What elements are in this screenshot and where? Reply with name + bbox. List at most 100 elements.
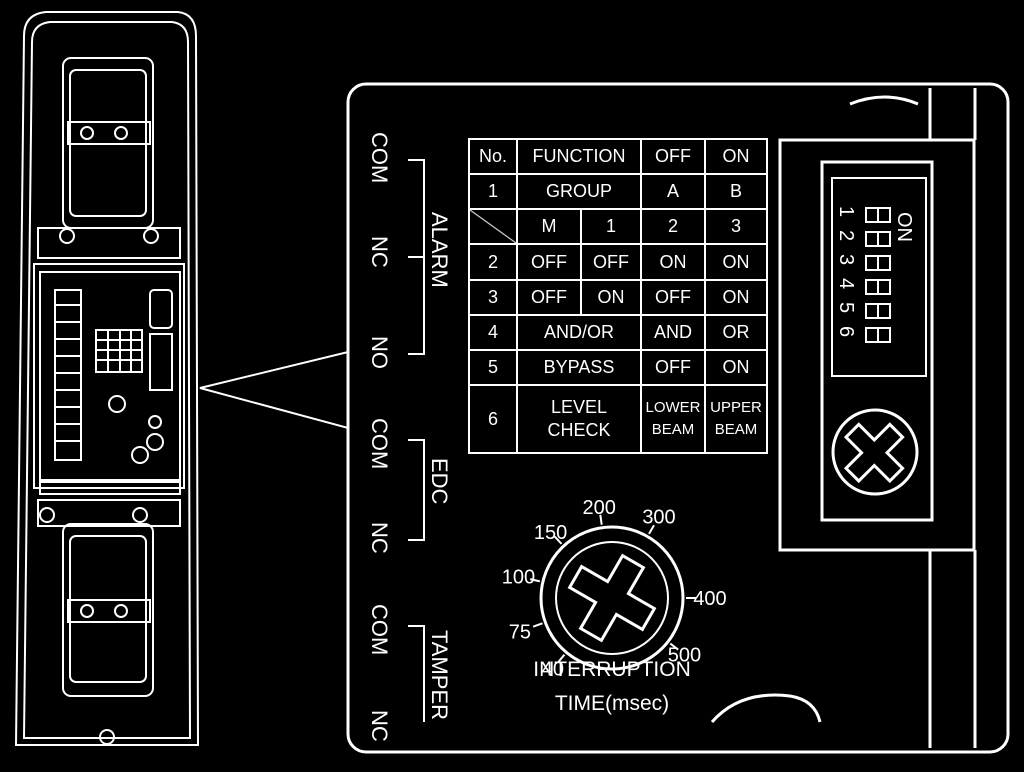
table-diagonal-cell bbox=[468, 208, 518, 246]
lower-lens-module bbox=[37, 499, 181, 745]
panel-structure bbox=[710, 88, 977, 748]
dip-on-label: ON bbox=[893, 212, 915, 242]
dial-tick-label: 40 bbox=[542, 658, 564, 680]
table-sub-header-row: M 1 2 3 bbox=[468, 208, 768, 246]
table-cell: LOWER BEAM bbox=[640, 384, 706, 454]
table-cell: GROUP bbox=[516, 173, 642, 211]
table-cell: OR bbox=[704, 313, 768, 351]
dial-caption-line1: INTERRUPTION bbox=[533, 658, 691, 681]
dial-tick-label: 150 bbox=[534, 522, 567, 544]
table-cell: 1 bbox=[468, 173, 518, 211]
table-cell: AND/OR bbox=[516, 313, 642, 351]
table-header-function: FUNCTION bbox=[516, 137, 642, 176]
edc-nc-label: NC bbox=[367, 522, 392, 554]
alarm-com-label: COM bbox=[367, 132, 392, 183]
lower-beam-line1: LOWER bbox=[645, 399, 701, 417]
dial-tick-mark bbox=[648, 524, 655, 535]
dip-switch-number: 6 bbox=[835, 326, 857, 337]
table-cell: OFF bbox=[516, 243, 582, 281]
table-cell: OFF bbox=[580, 243, 642, 281]
table-cell: 2 bbox=[640, 208, 706, 246]
table-cell: 4 bbox=[468, 313, 518, 351]
dial-tick-mark bbox=[529, 578, 541, 583]
table-header-on: ON bbox=[704, 137, 768, 176]
table-header-row: No. FUNCTION OFF ON bbox=[468, 137, 768, 176]
terminal-labels: COM NC NO COM NC COM NC ALARM EDC TAMPER bbox=[367, 132, 452, 742]
upper-beam-line2: BEAM bbox=[714, 421, 758, 438]
edc-com-label: COM bbox=[367, 418, 392, 469]
zoom-callout bbox=[199, 350, 349, 430]
dial-tick-label: 200 bbox=[583, 497, 616, 519]
circuit-board bbox=[33, 263, 185, 495]
dip-switch-number: 3 bbox=[835, 254, 857, 265]
alarm-nc-label: NC bbox=[367, 236, 392, 268]
device-body bbox=[14, 11, 200, 746]
dip-switch-number: 5 bbox=[835, 302, 857, 313]
zoom-panel bbox=[346, 82, 1010, 754]
table-cell: 2 bbox=[468, 243, 518, 281]
dip-switch-number: 2 bbox=[835, 230, 857, 241]
table-cell: B bbox=[704, 173, 768, 211]
alarm-no-label: NO bbox=[367, 336, 392, 369]
dial-tick-label: 75 bbox=[509, 622, 531, 644]
table-cell: ON bbox=[704, 278, 768, 316]
table-cell: LEVEL CHECK bbox=[516, 384, 642, 454]
dial-knob-cross-icon bbox=[567, 553, 657, 643]
table-row-3: 3 OFF ON OFF ON bbox=[468, 278, 768, 316]
interruption-time-dial: 40 75 100 150 200 300 400 500 INTERRUPTION TIME… bbox=[502, 497, 727, 715]
dip-function-table: No. FUNCTION OFF ON 1 GROUP A B M 1 2 3 … bbox=[468, 137, 768, 454]
lower-beam-line2: BEAM bbox=[651, 421, 695, 438]
table-cell: UPPER BEAM bbox=[704, 384, 768, 454]
table-cell: M bbox=[516, 208, 582, 246]
dial-tick-mark bbox=[553, 535, 563, 545]
dial-tick-mark bbox=[599, 514, 603, 525]
dip-switch-module: ON 1 2 3 4 5 6 bbox=[820, 160, 934, 522]
dial-ticks: 40 75 100 150 200 300 400 500 bbox=[502, 497, 727, 681]
table-cell: 3 bbox=[704, 208, 768, 246]
level-check-line2: CHECK bbox=[547, 420, 611, 440]
table-cell: OFF bbox=[640, 278, 706, 316]
table-cell: ON bbox=[704, 243, 768, 281]
edc-group-label: EDC bbox=[427, 458, 452, 505]
dial-caption-line2: TIME(msec) bbox=[555, 692, 669, 715]
table-cell: 3 bbox=[468, 278, 518, 316]
alarm-group-label: ALARM bbox=[427, 212, 452, 288]
table-cell: A bbox=[640, 173, 706, 211]
dial-tick-label: 100 bbox=[502, 566, 535, 588]
upper-lens-module bbox=[37, 57, 181, 259]
dial-tick-label: 300 bbox=[642, 507, 675, 529]
dip-adjust-screw bbox=[831, 408, 919, 496]
dip-switch-number: 4 bbox=[835, 278, 857, 289]
table-cell: ON bbox=[580, 278, 642, 316]
table-row-5: 5 BYPASS OFF ON bbox=[468, 348, 768, 387]
table-cell: 6 bbox=[468, 384, 518, 454]
level-check-line1: LEVEL bbox=[550, 397, 608, 418]
table-header-off: OFF bbox=[640, 137, 706, 176]
table-row-1: 1 GROUP A B bbox=[468, 173, 768, 211]
table-cell: 1 bbox=[580, 208, 642, 246]
dial-tick-mark bbox=[557, 654, 566, 663]
table-cell: AND bbox=[640, 313, 706, 351]
dip-switches: 1 2 3 4 5 6 bbox=[835, 206, 891, 343]
dial-tick-label: 400 bbox=[693, 588, 726, 610]
table-header-no: No. bbox=[468, 137, 518, 176]
table-row-2: 2 OFF OFF ON ON bbox=[468, 243, 768, 281]
table-row-4: 4 AND/OR AND OR bbox=[468, 313, 768, 351]
dial-tick-mark bbox=[532, 622, 543, 628]
tamper-nc-label: NC bbox=[367, 710, 392, 742]
tamper-group-label: TAMPER bbox=[427, 630, 452, 720]
dip-adjust-screw-cross-icon bbox=[843, 422, 905, 484]
dial-tick-mark bbox=[669, 642, 679, 651]
tamper-com-label: COM bbox=[367, 604, 392, 655]
dip-switch-number: 1 bbox=[835, 206, 857, 217]
table-cell: BYPASS bbox=[516, 348, 642, 387]
table-cell: OFF bbox=[516, 278, 582, 316]
table-row-6: 6 LEVEL CHECK LOWER BEAM UPPER BEAM bbox=[468, 384, 768, 454]
table-cell: OFF bbox=[640, 348, 706, 387]
table-cell: 5 bbox=[468, 348, 518, 387]
table-cell: ON bbox=[640, 243, 706, 281]
dial-tick-label: 500 bbox=[668, 645, 701, 667]
table-cell: ON bbox=[704, 348, 768, 387]
upper-beam-line1: UPPER bbox=[710, 399, 762, 417]
